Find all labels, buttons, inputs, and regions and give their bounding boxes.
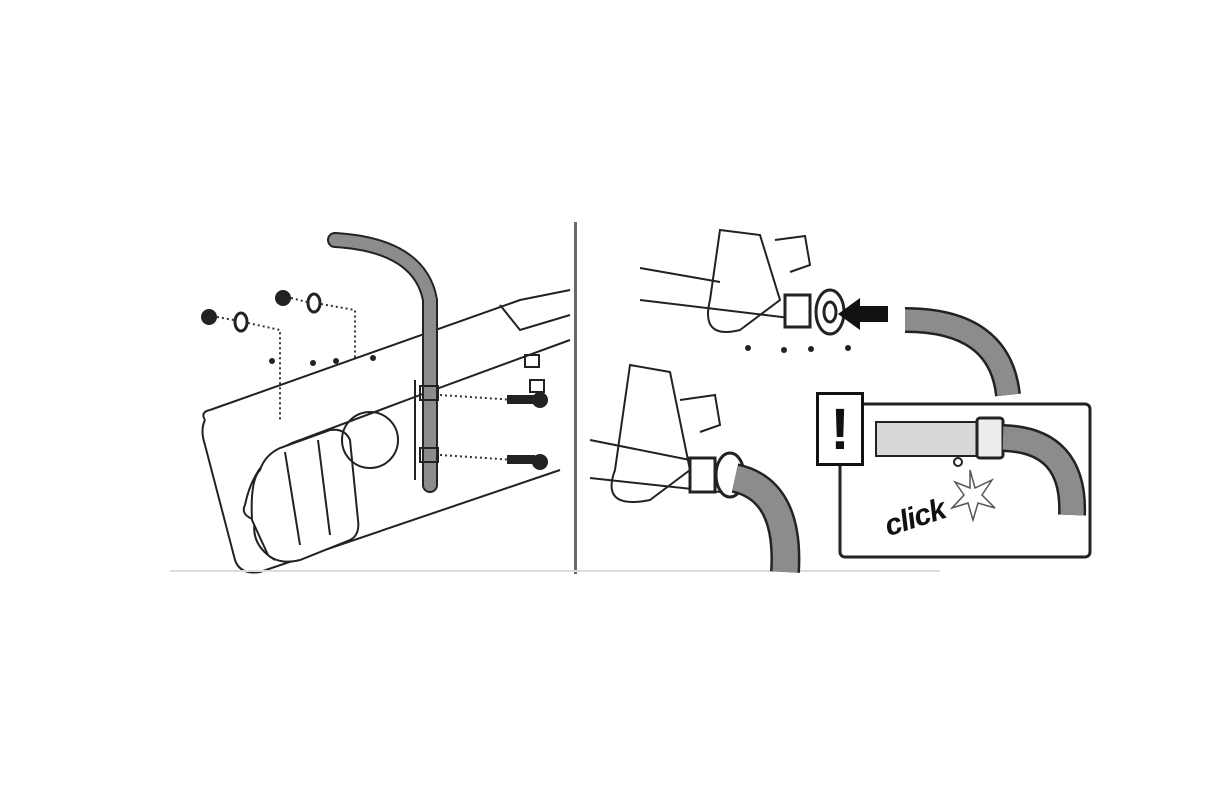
nut-icon [201, 290, 291, 325]
baseline [170, 570, 940, 572]
washer-icon [233, 292, 322, 333]
bolt-icon [419, 385, 548, 470]
warning-icon: ! [816, 392, 864, 466]
guide-lines [216, 297, 516, 461]
insert-arrow-icon [838, 298, 888, 330]
panel-divider [574, 222, 577, 574]
mounting-holes [269, 355, 376, 366]
exclamation-mark: ! [830, 397, 850, 462]
mounting-holes [745, 345, 851, 353]
click-burst-icon [949, 469, 996, 523]
